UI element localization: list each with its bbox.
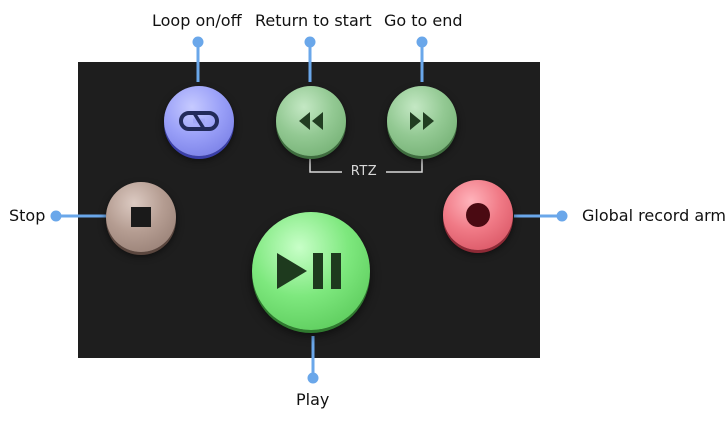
loop-label: Loop on/off [152, 11, 242, 30]
global-record-arm-label: Global record arm [582, 206, 727, 225]
rtz-label: RTZ [350, 164, 378, 179]
callout-dot-play [307, 372, 319, 384]
return-to-start-label: Return to start [255, 11, 372, 30]
return-to-start-button[interactable] [276, 86, 346, 156]
global-record-arm-button[interactable] [443, 180, 513, 250]
callout-dot-end [416, 36, 428, 48]
go-to-end-button[interactable] [387, 86, 457, 156]
play-pause-icon [275, 251, 347, 291]
fast-forward-icon [408, 110, 436, 132]
rewind-icon [297, 110, 325, 132]
callout-dot-return [304, 36, 316, 48]
stop-label: Stop [9, 206, 46, 225]
record-icon [464, 201, 492, 229]
callout-dot-record [556, 210, 568, 222]
go-to-end-label: Go to end [384, 11, 463, 30]
stop-button[interactable] [106, 182, 176, 252]
callout-dot-loop [192, 36, 204, 48]
callout-dot-stop [50, 210, 62, 222]
play-button[interactable] [252, 212, 370, 330]
stop-icon [130, 206, 152, 228]
play-label: Play [296, 390, 330, 409]
loop-button[interactable] [164, 86, 234, 156]
loop-icon [178, 110, 220, 132]
